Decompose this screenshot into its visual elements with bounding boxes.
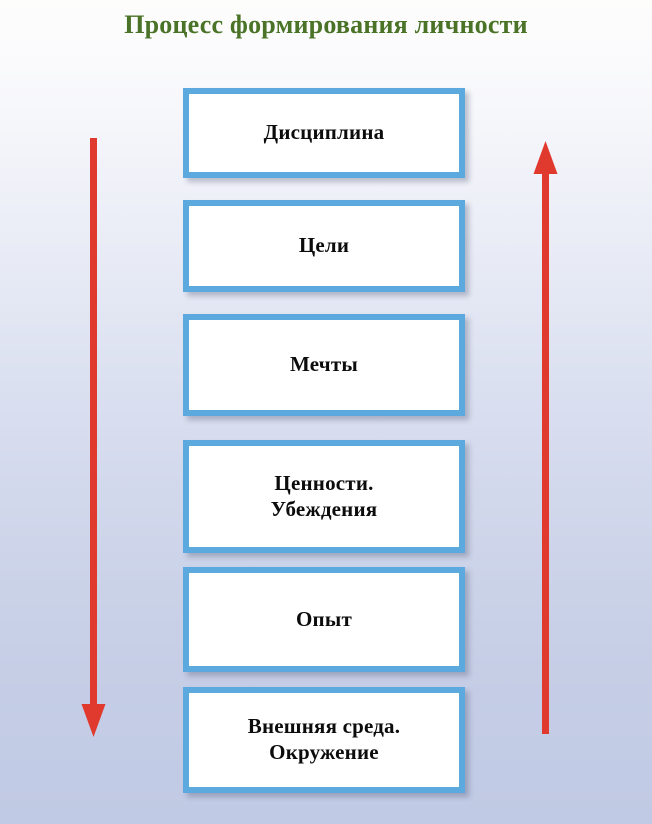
stage-box-values-beliefs[interactable]: Ценности. Убеждения [183,440,465,553]
stage-box-line: Цели [298,233,350,258]
stage-box-goals[interactable]: Цели [183,200,465,292]
stage-box-environment[interactable]: Внешняя среда. Окружение [183,687,465,793]
up-arrow-right [528,138,564,738]
stage-box-line: Ценности. [274,470,374,495]
stage-box-experience[interactable]: Опыт [183,567,465,672]
stage-box-label: Внешняя среда. Окружение [248,714,400,765]
down-arrow-left [76,138,112,738]
stage-box-line: Окружение [269,740,379,764]
stage-box-label: Ценности. Убеждения [271,471,378,522]
stage-box-label: Мечты [290,352,358,378]
stage-box-label: Дисциплина [264,120,385,146]
stage-box-label: Опыт [296,607,352,633]
stage-box-label: Цели [299,233,349,259]
stage-box-line: Опыт [296,606,352,631]
stage-box-line: Мечты [290,352,358,377]
stage-box-dreams[interactable]: Мечты [183,314,465,416]
stage-box-line: Дисциплина [263,120,385,145]
stage-box-line: Внешняя среда. [247,714,401,739]
stage-box-discipline[interactable]: Дисциплина [183,88,465,178]
page-title: Процесс формирования личности [124,10,528,39]
stage-box-line: Убеждения [270,496,378,521]
